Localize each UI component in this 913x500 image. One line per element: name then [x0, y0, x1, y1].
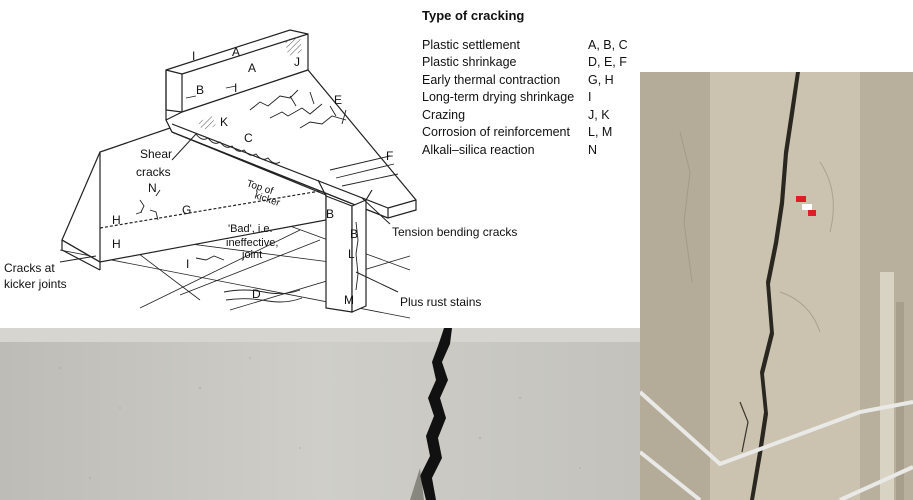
- zone-letter-g: G: [182, 203, 191, 217]
- zone-letter-a-wall: A: [248, 61, 256, 75]
- label-tension-bending: Tension bending cracks: [392, 225, 517, 239]
- column-crack: [750, 72, 800, 500]
- wall-crack-photo: [0, 328, 640, 500]
- legend-type: Crazing: [422, 108, 466, 122]
- zone-letter-h-upper: H: [112, 213, 121, 227]
- zone-letter-b-wall: B: [196, 83, 204, 97]
- zone-letter-n: N: [148, 181, 157, 195]
- zone-letters: I A A J B I E K C F N G H H B B L M I D: [112, 45, 393, 307]
- crack-type-diagram: I A A J B I E K C F N G H H B B L M I D …: [4, 29, 517, 319]
- legend-codes: N: [588, 143, 598, 157]
- zone-letter-a-top: A: [232, 45, 240, 59]
- retaining-wall: [61, 127, 327, 271]
- legend-codes: L, M: [588, 125, 613, 139]
- label-plus-rust: Plus rust stains: [400, 295, 481, 309]
- legend-type: Corrosion of reinforcement: [422, 125, 570, 139]
- plastic-shrinkage-cracks-f: [329, 155, 399, 187]
- legend-type: Alkali–silica reaction: [422, 143, 535, 157]
- label-shear-cracks-1: Shear: [140, 147, 172, 161]
- zone-letter-b-column: B: [350, 227, 358, 241]
- legend-row: Early thermal contraction G, H: [422, 73, 614, 87]
- leader-lines: [59, 133, 399, 293]
- legend-row: Plastic shrinkage D, E, F: [422, 55, 627, 69]
- legend-row: Plastic settlement A, B, C: [422, 38, 628, 52]
- zone-letter-l: L: [348, 247, 355, 261]
- zone-letter-i-top: I: [192, 49, 195, 63]
- legend-row: Corrosion of reinforcement L, M: [422, 125, 612, 139]
- legend-codes: D, E, F: [588, 55, 627, 69]
- crazing-patch-k: [198, 116, 216, 130]
- column-crack-l: [355, 221, 359, 291]
- legend-codes: J, K: [588, 108, 610, 122]
- zone-letter-b-column-top: B: [326, 207, 334, 221]
- zone-letter-h-lower: H: [112, 237, 121, 251]
- zone-letter-j: J: [294, 55, 300, 69]
- label-shear-cracks-2: cracks: [136, 165, 171, 179]
- asr-cracks-n: [135, 189, 161, 221]
- legend-codes: I: [588, 90, 592, 104]
- zone-letter-c: C: [244, 131, 253, 145]
- tie-wires: [640, 390, 913, 500]
- crack-gauge-marker: [796, 196, 816, 216]
- legend-codes: G, H: [588, 73, 614, 87]
- zone-letter-e: E: [334, 93, 342, 107]
- slab-crack-i: [195, 255, 225, 261]
- zone-letter-d: D: [252, 287, 261, 301]
- column: [317, 179, 373, 313]
- legend-row: Crazing J, K: [422, 108, 610, 122]
- label-bad-joint-3: joint: [241, 249, 262, 261]
- plastic-shrinkage-cracks-e: [249, 89, 347, 129]
- slab-crack-d: [223, 289, 303, 303]
- zone-letter-i-slab: I: [186, 257, 189, 271]
- legend-title: Type of cracking: [422, 8, 525, 23]
- zone-letter-f: F: [386, 149, 393, 163]
- column-crack-photo: [640, 72, 913, 500]
- wall-crack: [420, 328, 452, 500]
- legend-row: Long-term drying shrinkage I: [422, 90, 591, 104]
- label-cracks-at-kicker-1: Cracks at: [4, 261, 55, 275]
- legend-type: Plastic settlement: [422, 38, 520, 52]
- legend-type: Plastic shrinkage: [422, 55, 517, 69]
- label-bad-joint-2: ineffective,: [226, 237, 278, 249]
- label-bad-joint-1: 'Bad', i.e.: [228, 223, 273, 235]
- legend-row: Alkali–silica reaction N: [422, 143, 597, 157]
- legend-type: Early thermal contraction: [422, 73, 561, 87]
- zone-letter-i-wall: I: [234, 81, 237, 95]
- label-cracks-at-kicker-2: kicker joints: [4, 277, 67, 291]
- slab: [165, 69, 417, 219]
- zone-letter-k: K: [220, 115, 228, 129]
- legend-type: Long-term drying shrinkage: [422, 90, 575, 104]
- zone-letter-m: M: [344, 293, 354, 307]
- legend-codes: A, B, C: [588, 38, 628, 52]
